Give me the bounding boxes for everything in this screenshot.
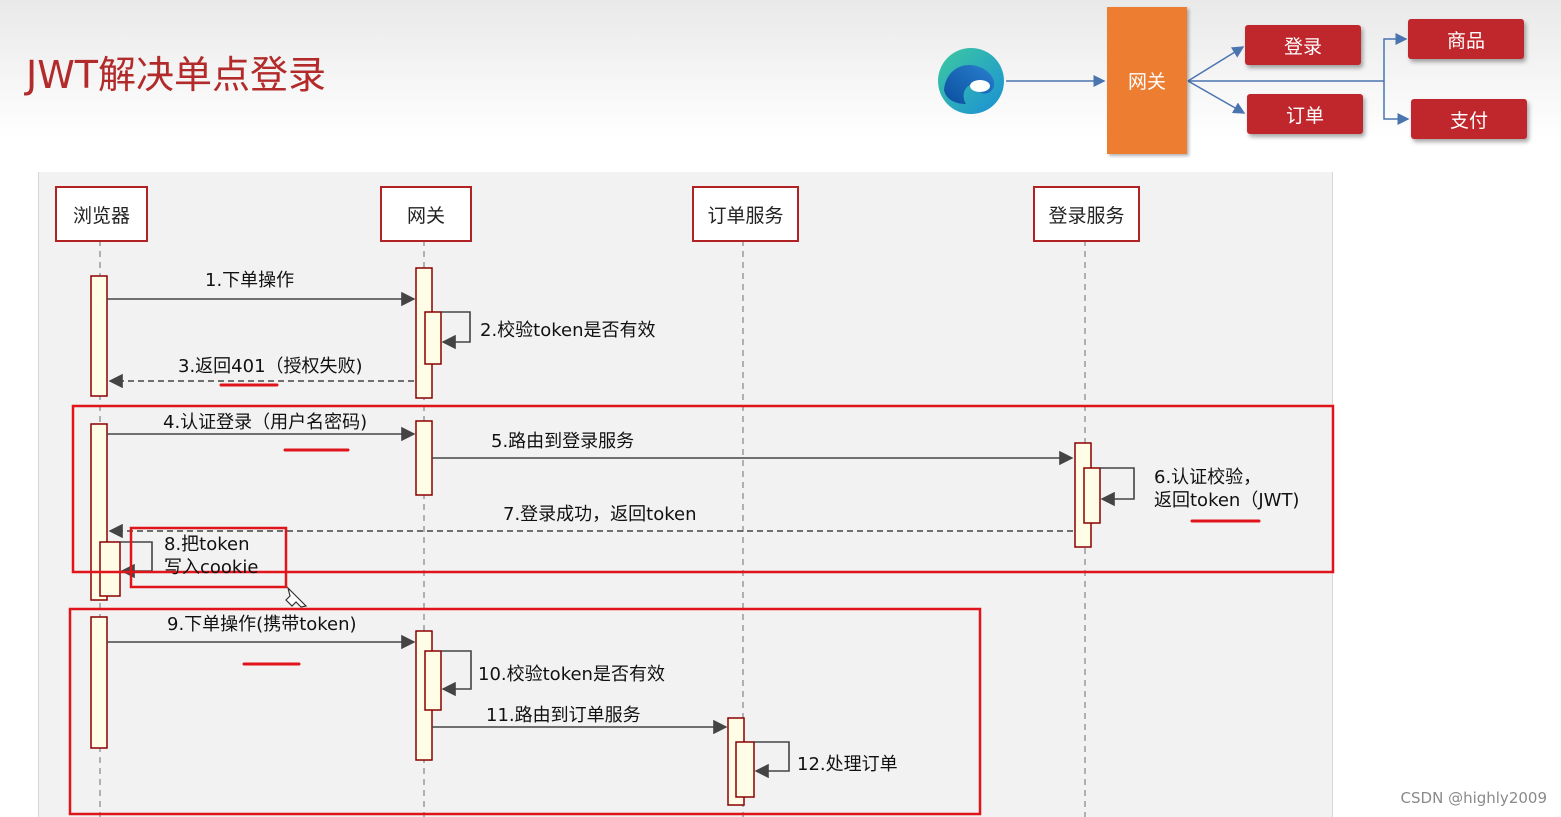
activation-bar [415, 420, 433, 496]
pay-service-node: 支付 [1411, 99, 1527, 139]
msg-1-label: 1.下单操作 [205, 270, 295, 291]
goods-service-node: 商品 [1408, 19, 1524, 59]
msg-3-label: 3.返回401（授权失败) [178, 356, 363, 377]
gateway-to-login-arrow [1187, 46, 1245, 82]
sequence-diagram-panel [38, 172, 1333, 817]
msg-8-label: 8.把token 写入cookie [164, 534, 259, 578]
msg-4-label: 4.认证登录（用户名密码) [163, 412, 368, 433]
mouse-cursor-icon [285, 586, 308, 608]
msg-7-label: 7.登录成功，返回token [503, 504, 697, 525]
activation-bar [90, 275, 108, 397]
participant-login-service: 登录服务 [1033, 186, 1140, 242]
highlight-box-login-flow [71, 404, 1335, 574]
msg-2-label: 2.校验token是否有效 [480, 320, 656, 341]
activation-bar [1083, 467, 1101, 524]
msg-10-label: 10.校验token是否有效 [478, 664, 665, 685]
activation-bar [424, 311, 442, 365]
gateway-to-order-arrow [1187, 80, 1246, 114]
highlight-box-cookie [129, 526, 288, 589]
branch-to-pay-line [1383, 81, 1410, 125]
msg-5-label: 5.路由到登录服务 [491, 431, 635, 452]
login-service-node: 登录 [1245, 25, 1361, 65]
gateway-to-branch-line [1188, 33, 1408, 82]
arrow-msg-2 [441, 311, 471, 350]
edge-browser-icon [938, 48, 1004, 114]
activation-bar [90, 616, 108, 749]
gateway-node: 网关 [1107, 7, 1187, 154]
msg-9-label: 9.下单操作(携带token) [167, 614, 357, 635]
arrow-msg-10 [441, 650, 472, 697]
activation-bar [424, 650, 442, 711]
page-title: JWT解决单点登录 [26, 53, 326, 97]
activation-bar [735, 741, 755, 798]
arrow-msg-6 [1100, 467, 1135, 507]
order-service-node: 订单 [1247, 94, 1363, 134]
arrow-msg-12 [754, 741, 790, 779]
highlight-box-order-flow [68, 607, 982, 816]
msg-11-label: 11.路由到订单服务 [486, 705, 641, 726]
arrow-msg-8 [120, 541, 153, 579]
activation-bar [99, 541, 121, 597]
msg-6-label: 6.认证校验， 返回token（JWT) [1154, 467, 1300, 511]
participant-browser: 浏览器 [55, 186, 148, 242]
participant-order-service: 订单服务 [692, 186, 799, 242]
msg-12-label: 12.处理订单 [797, 754, 898, 775]
participant-gateway: 网关 [380, 186, 472, 242]
watermark: CSDN @highly2009 [1400, 789, 1547, 807]
